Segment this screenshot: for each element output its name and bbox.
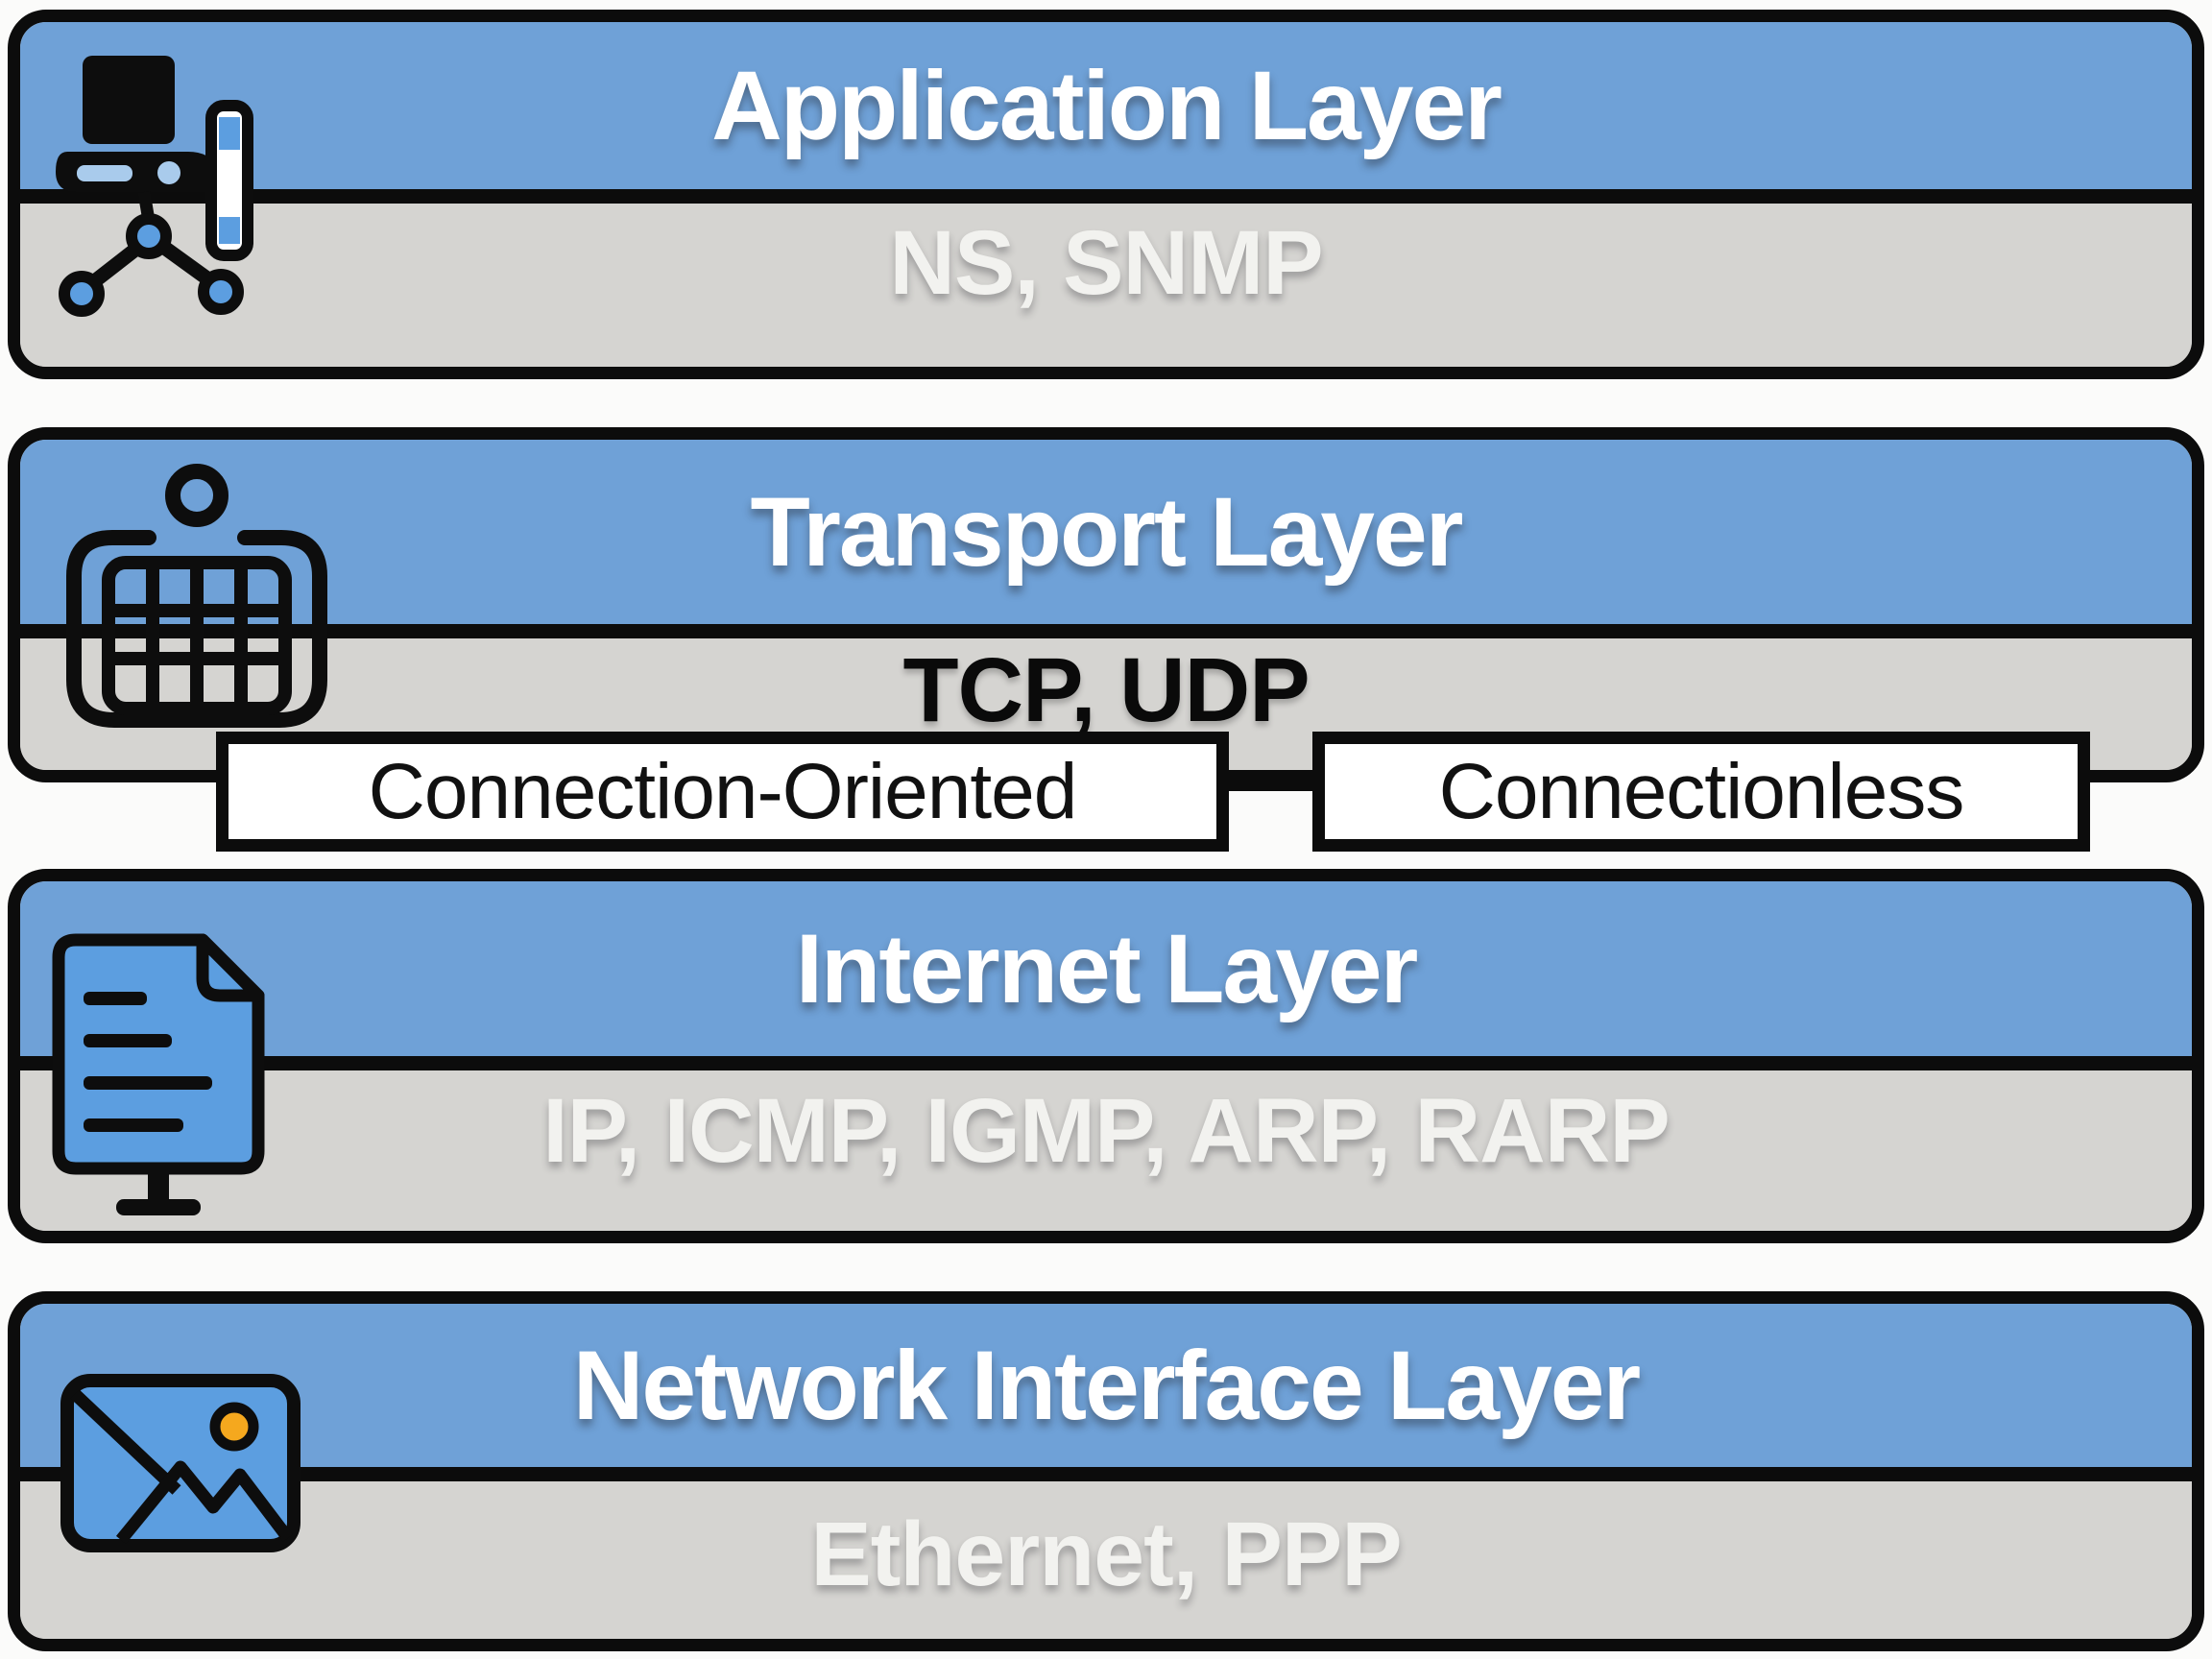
layer-panel-transport: Transport Layer TCP, UDP — [8, 427, 2204, 782]
transport-title-band: Transport Layer — [20, 440, 2192, 624]
connection-oriented-box: Connection-Oriented — [216, 732, 1229, 852]
connection-oriented-label: Connection-Oriented — [368, 747, 1078, 835]
internet-title-band: Internet Layer — [20, 881, 2192, 1056]
band-divider — [20, 189, 2192, 204]
envelope-photo-icon-svg — [60, 1374, 301, 1552]
layer-panel-internet: Internet Layer IP, ICMP, IGMP, ARP, RARP — [8, 869, 2204, 1243]
internet-protocols-band: IP, ICMP, IGMP, ARP, RARP — [20, 1070, 2192, 1231]
layer-protocols: Ethernet, PPP — [810, 1503, 1402, 1605]
application-protocols-band: NS, SNMP — [20, 204, 2192, 367]
document-screen-icon — [34, 915, 322, 1220]
connectionless-label: Connectionless — [1438, 747, 1965, 835]
calendar-grid-icon — [53, 457, 341, 737]
layer-protocols: TCP, UDP — [902, 639, 1310, 741]
band-divider — [20, 624, 2192, 638]
layer-panel-application: Application Layer NS, SNMP — [8, 10, 2204, 379]
network-interface-title-band: Network Interface Layer — [20, 1304, 2192, 1467]
layer-panel-network-interface: Network Interface Layer Ethernet, PPP — [8, 1291, 2204, 1651]
layer-title: Internet Layer — [795, 913, 1419, 1023]
laptop-network-icon — [50, 46, 328, 325]
network-interface-protocols-band: Ethernet, PPP — [20, 1481, 2192, 1639]
calendar-grid-icon-svg — [66, 464, 327, 728]
layer-title: Network Interface Layer — [572, 1330, 1641, 1440]
band-divider — [20, 1467, 2192, 1481]
envelope-photo-icon — [60, 1373, 301, 1553]
layer-title: Application Layer — [711, 50, 1503, 160]
layer-title: Transport Layer — [750, 476, 1464, 587]
band-divider — [20, 1056, 2192, 1070]
layer-protocols: IP, ICMP, IGMP, ARP, RARP — [542, 1080, 1670, 1182]
application-title-band: Application Layer — [20, 22, 2192, 189]
connectionless-box: Connectionless — [1312, 732, 2090, 852]
document-screen-icon-svg — [52, 933, 265, 1215]
layer-protocols: NS, SNMP — [889, 212, 1323, 314]
laptop-network-icon-svg — [56, 56, 253, 317]
sub-box-connector-line — [1221, 776, 1321, 791]
